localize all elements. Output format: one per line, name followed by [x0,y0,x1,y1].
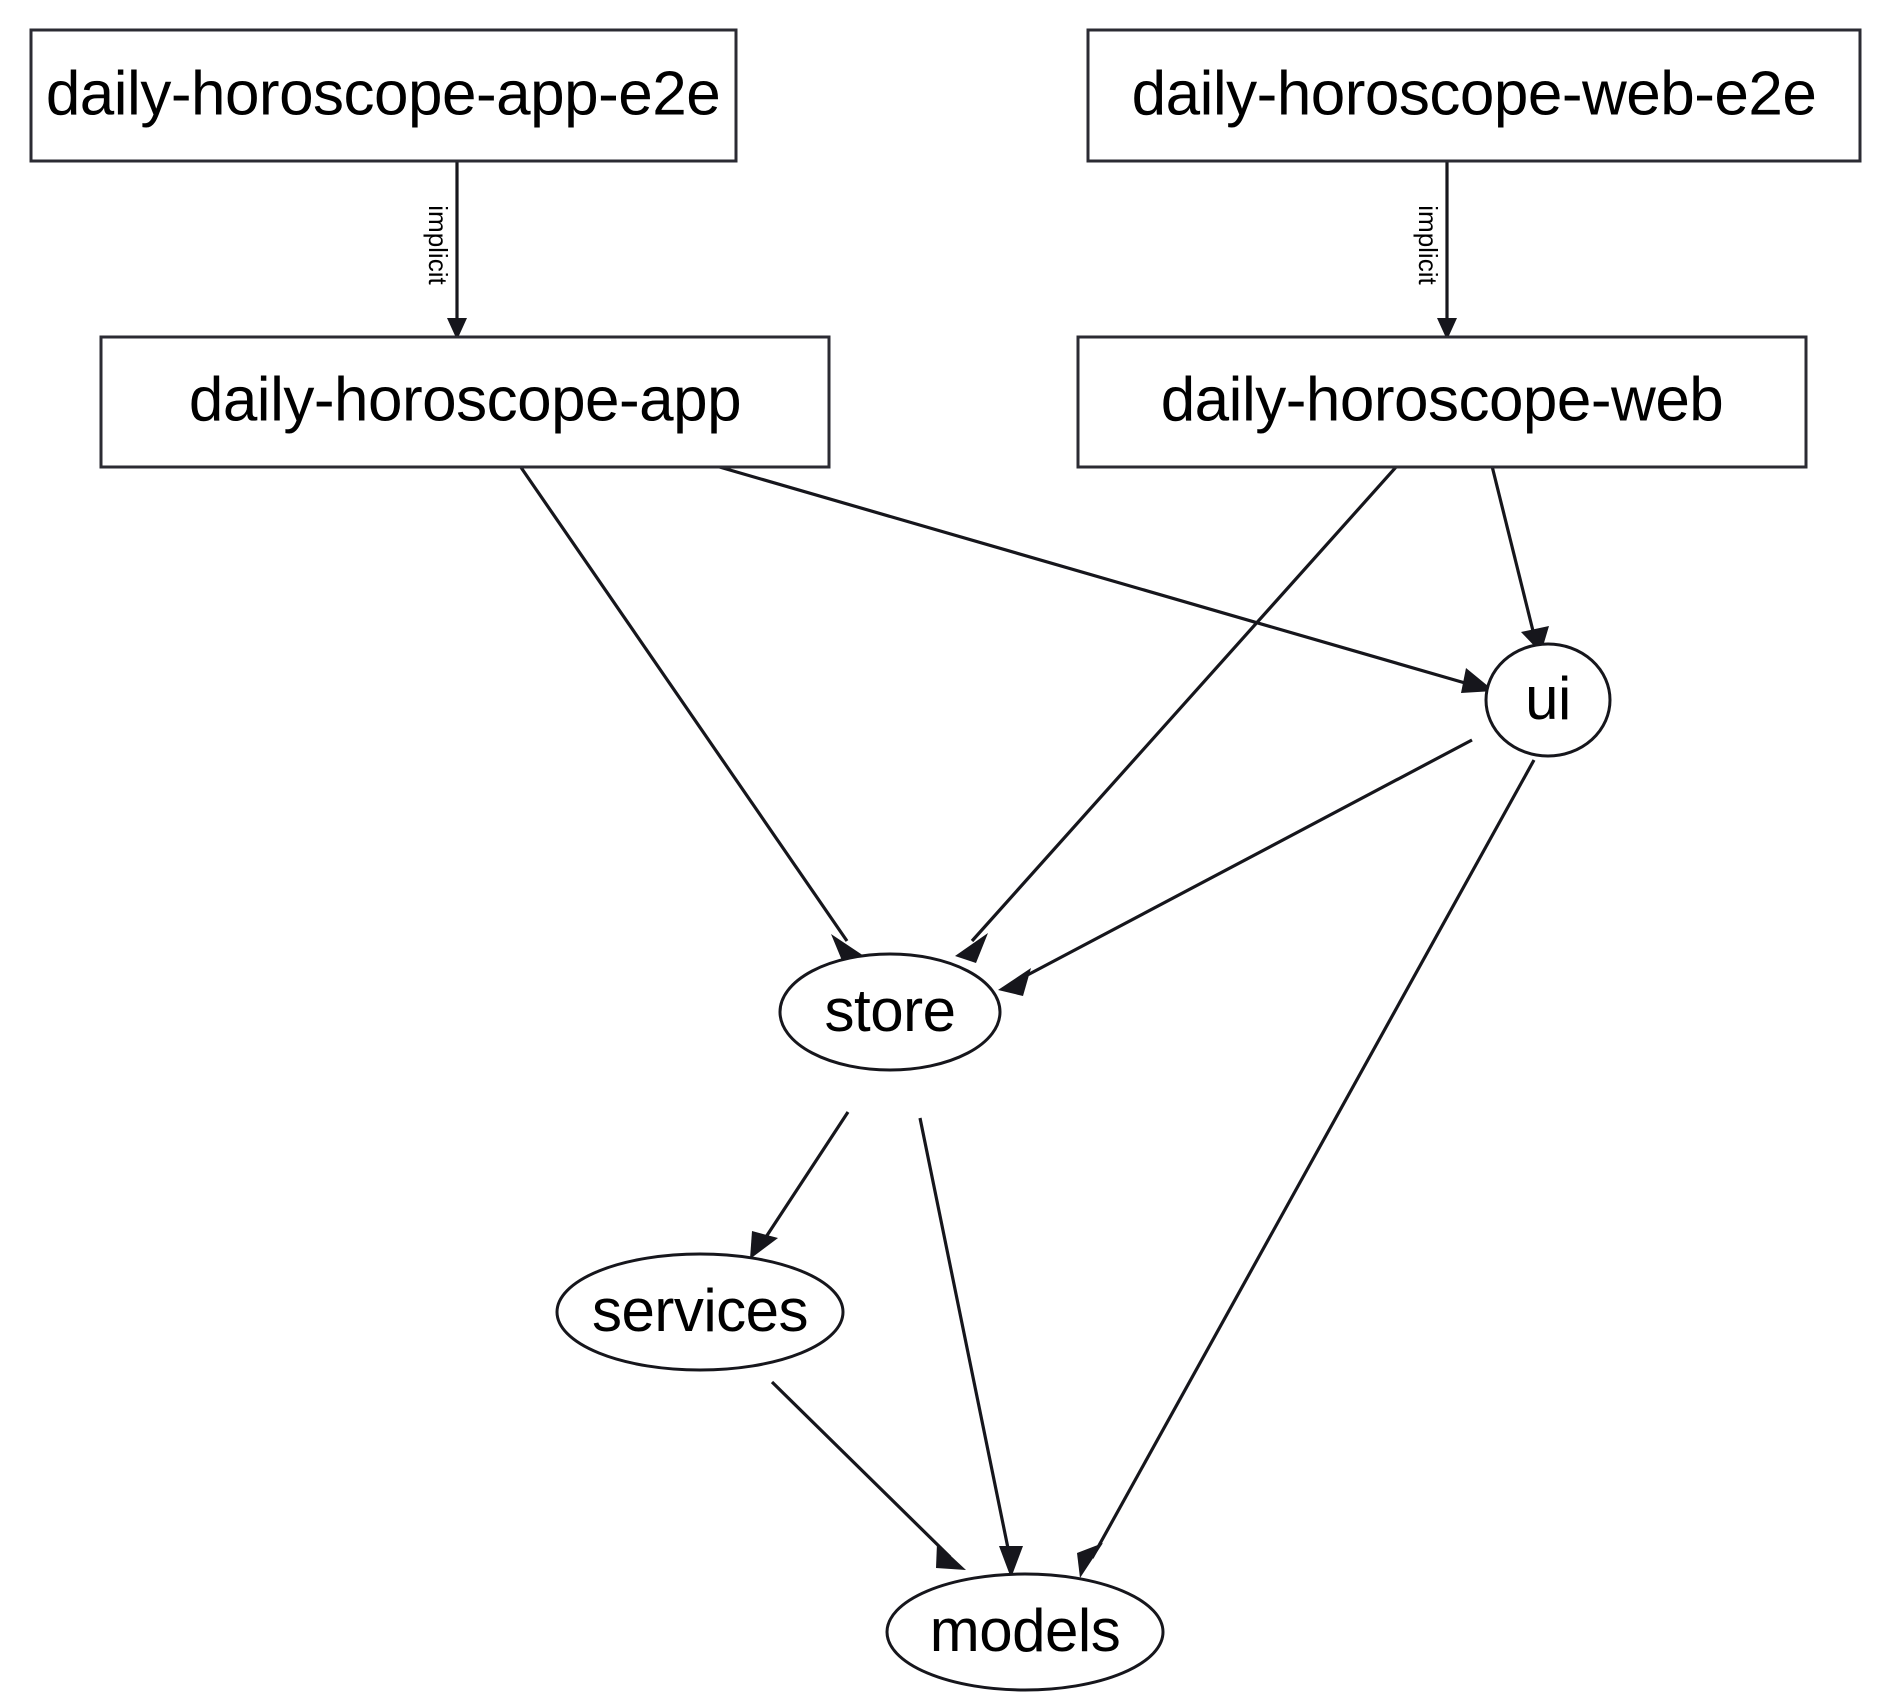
node-shape-ellipse [778,952,1002,1072]
edge-line [970,464,1399,943]
node-shape-ellipse [1484,642,1612,758]
node-shape-rect [1086,28,1862,163]
node-layer: daily-horoscope-app-e2e daily-horoscope-… [29,28,1862,1692]
arrow-head-icon [999,1546,1023,1578]
node-shape-rect [29,28,738,163]
edge-line [715,464,1473,687]
node-shape-rect [99,335,831,469]
edge-app-e2e-to-app[interactable]: implicit [423,162,467,340]
edge-web-to-ui[interactable] [1490,465,1549,653]
edge-ui-to-models[interactable] [1077,759,1536,1578]
node-daily-horoscope-web[interactable]: daily-horoscope-web [1076,335,1808,469]
edge-label-implicit: implicit [1413,205,1443,285]
node-shape-rect [1076,335,1808,469]
edge-app-to-store[interactable] [518,465,864,963]
node-shape-ellipse [885,1572,1165,1692]
node-shape-ellipse [555,1252,845,1372]
node-label: models [930,1597,1120,1664]
node-label: daily-horoscope-app-e2e [46,59,720,128]
edge-layer: implicit implicit [423,162,1549,1578]
node-label: services [592,1277,808,1344]
edge-line [762,1111,850,1241]
edge-label-implicit: implicit [423,205,453,285]
edge-line [1090,759,1536,1559]
arrow-head-icon [750,1231,778,1259]
arrow-head-icon [936,1543,966,1570]
edge-web-to-store[interactable] [955,464,1399,963]
edge-line [770,1380,952,1559]
node-models[interactable]: models [885,1572,1165,1692]
arrow-head-icon [1077,1543,1103,1578]
node-ui[interactable]: ui [1484,642,1612,758]
node-label: daily-horoscope-web [1161,365,1724,434]
arrow-head-icon [955,933,988,963]
edge-line [1490,465,1536,636]
node-daily-horoscope-app-e2e[interactable]: daily-horoscope-app-e2e [29,28,738,163]
arrow-head-icon [1461,668,1494,693]
edge-services-to-models[interactable] [770,1380,966,1570]
arrow-head-icon [998,968,1031,996]
edge-store-to-services[interactable] [750,1111,850,1259]
edge-store-to-models[interactable] [918,1117,1023,1578]
node-daily-horoscope-app[interactable]: daily-horoscope-app [99,335,831,469]
edge-ui-to-store[interactable] [998,738,1473,996]
edge-app-to-ui[interactable] [715,464,1494,693]
node-store[interactable]: store [778,952,1002,1072]
edge-line [918,1117,1012,1559]
edge-line [518,465,849,942]
node-label: daily-horoscope-web-e2e [1132,59,1817,128]
node-services[interactable]: services [555,1252,845,1372]
edge-line [1017,738,1473,982]
edge-web-e2e-to-web[interactable]: implicit [1413,162,1457,340]
node-label: ui [1525,665,1571,732]
arrow-head-icon [447,318,467,340]
node-label: daily-horoscope-app [189,365,741,434]
node-label: store [825,977,956,1044]
node-daily-horoscope-web-e2e[interactable]: daily-horoscope-web-e2e [1086,28,1862,163]
arrow-head-icon [1437,318,1457,340]
